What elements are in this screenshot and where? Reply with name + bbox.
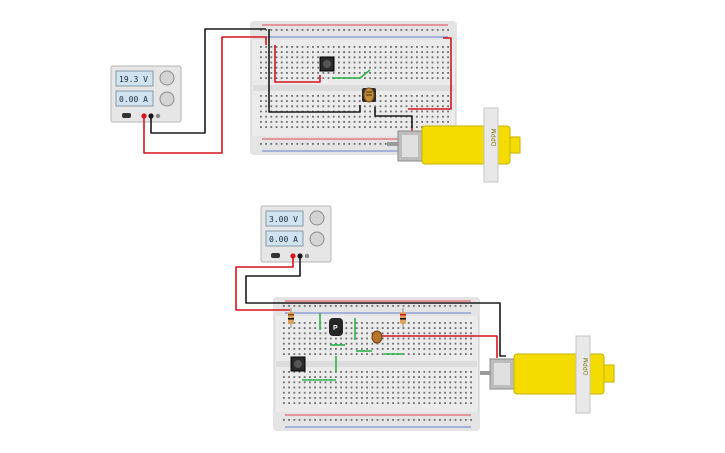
wire-red	[143, 36, 267, 154]
voltage-display: 3.00 V	[269, 215, 298, 224]
power-switch[interactable]	[122, 113, 131, 118]
wire-black	[245, 256, 506, 357]
wire-red	[408, 37, 452, 110]
transistor-label: P	[333, 325, 338, 332]
current-knob[interactable]	[159, 91, 175, 107]
power-supply-1[interactable]: 19.3 V 0.00 A	[110, 65, 182, 123]
current-display: 0.00 A	[119, 95, 148, 104]
capacitor[interactable]	[371, 330, 383, 344]
wires-circuit-2[interactable]	[235, 256, 506, 381]
wire-black	[268, 29, 361, 113]
wires-circuit-1[interactable]	[143, 28, 452, 154]
voltage-knob[interactable]	[159, 70, 175, 86]
dc-motor-1[interactable]: DPPM	[387, 107, 521, 183]
wire-red	[274, 45, 321, 83]
resistor-1[interactable]	[288, 308, 294, 328]
push-button-1[interactable]	[319, 56, 335, 72]
current-display: 0.00 A	[269, 235, 298, 244]
current-knob[interactable]	[309, 231, 325, 247]
transistor-p[interactable]: P	[329, 318, 343, 336]
wire-red	[381, 335, 498, 358]
circuit-2: 3.00 V 0.00 A	[235, 205, 615, 431]
voltage-knob[interactable]	[309, 210, 325, 226]
dc-motor-2[interactable]: DPPM	[480, 335, 615, 414]
wire-green	[332, 69, 371, 79]
resistor-2[interactable]	[400, 308, 406, 328]
wire-black	[374, 107, 413, 128]
transistor-1[interactable]	[362, 87, 376, 103]
motor-label: DPPM	[584, 358, 590, 375]
motor-label: DPPM	[492, 129, 498, 146]
power-supply-2[interactable]: 3.00 V 0.00 A	[260, 205, 332, 263]
wire-black	[150, 28, 266, 134]
power-switch[interactable]	[271, 253, 280, 258]
voltage-display: 19.3 V	[119, 75, 148, 84]
push-button-2[interactable]	[290, 356, 306, 372]
wire-red	[235, 256, 294, 311]
circuit-1: 19.3 V 0.00 A	[110, 21, 521, 183]
breadboard-2-holes	[283, 305, 472, 421]
